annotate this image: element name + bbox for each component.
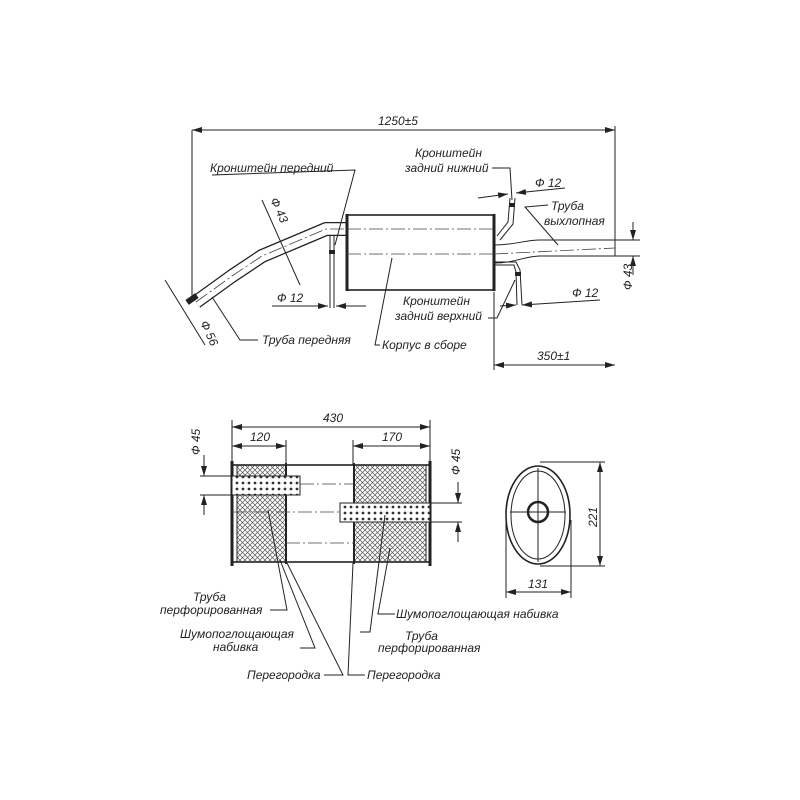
baffle-right-label: Перегородка — [367, 668, 441, 682]
exhaust-pipe-label-2: выхлопная — [544, 214, 605, 228]
baffle-left-label: Перегородка — [247, 668, 321, 682]
exhaust-dia: Ф 43 — [621, 263, 635, 290]
front-bracket-leader — [211, 169, 356, 246]
left-perforated-tube — [231, 475, 301, 496]
rear-upper-bracket-label-2: задний верхний — [394, 309, 482, 323]
rear-upper-bracket-label: Кронштейн — [403, 294, 470, 308]
height-dim: 221 — [586, 507, 600, 528]
muffler-body — [346, 214, 495, 291]
rear-upper-bracket-dia: Ф 12 — [572, 286, 599, 300]
rear-lower-bracket-label-2: задний нижний — [404, 161, 489, 175]
rear-length-text: 350±1 — [537, 349, 570, 363]
width-dim: 131 — [528, 577, 548, 591]
right-chamber-dim: 170 — [382, 430, 402, 444]
rear-lower-bracket-label: Кронштейн — [415, 146, 482, 160]
right-perforated-tube — [339, 502, 431, 523]
exhaust-pipe-label: Труба — [551, 199, 584, 213]
exhaust-pipe — [493, 239, 616, 264]
right-tube-dia: Ф 45 — [449, 448, 463, 475]
rear-lower-bracket-dia: Ф 12 — [535, 176, 562, 190]
packing-left-label: Шумопоглощающая — [180, 627, 295, 641]
end-view-outer — [505, 465, 571, 565]
perf-tube-left-label: Труба — [193, 590, 226, 604]
perf-tube-right-label: Труба — [405, 629, 438, 643]
front-bracket-dia: Ф 12 — [277, 291, 304, 305]
packing-right-label: Шумопоглощающая набивка — [396, 607, 559, 621]
left-chamber-dim: 120 — [250, 430, 270, 444]
flange-dia: Ф 56 — [197, 318, 221, 348]
perf-tube-right-label-2: перфорированная — [378, 641, 481, 655]
packing-left-label-2: набивка — [213, 640, 259, 654]
body-assembly-label: Корпус в сборе — [382, 338, 467, 352]
overall-length-text: 1250±5 — [378, 114, 418, 128]
perf-tube-left-label-2: перфорированная — [160, 603, 263, 617]
front-flange — [185, 293, 199, 305]
dim-line — [477, 192, 509, 199]
left-tube-dia: Ф 45 — [189, 428, 203, 455]
section-view: 430 120 170 Ф 45 Ф 45 221 131 Труба перф… — [160, 411, 605, 682]
length-dim: 430 — [323, 411, 343, 425]
front-bracket-label: Кронштейн передний — [210, 161, 334, 175]
rear-upper-bracket — [494, 261, 523, 306]
top-view: 1250±5 Кронштейн передний Кронштейн задн… — [164, 114, 640, 370]
front-pipe-label: Труба передняя — [262, 333, 351, 347]
